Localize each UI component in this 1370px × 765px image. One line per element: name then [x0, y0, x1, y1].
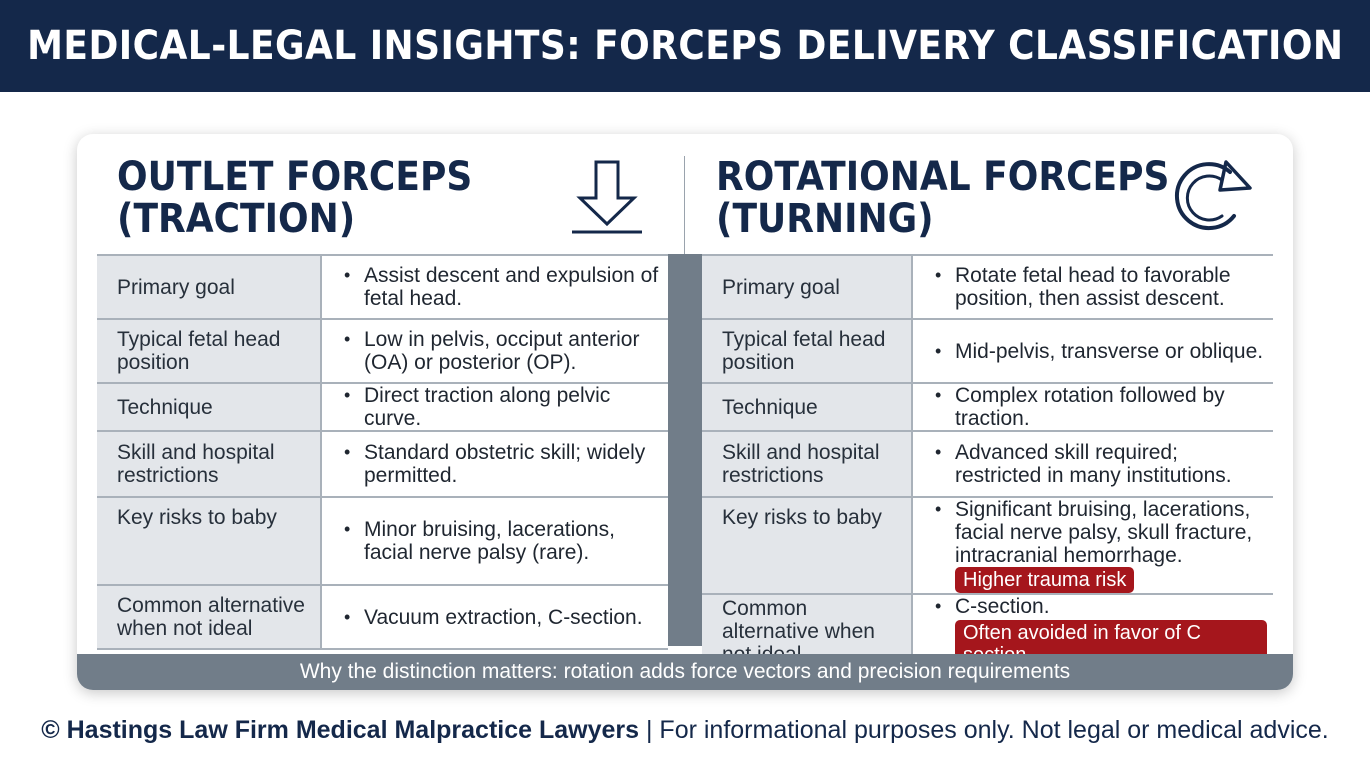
bullet-icon: • — [935, 385, 942, 405]
rotational-title-line1: ROTATIONAL FORCEPS — [716, 154, 1170, 200]
bullet-icon: • — [344, 385, 351, 405]
row-value: •Significant bruising, lacerations, faci… — [912, 496, 1273, 595]
page-title: MEDICAL-LEGAL INSIGHTS: FORCEPS DELIVERY… — [26, 23, 1344, 69]
row-value: •Mid-pelvis, transverse or oblique. — [912, 318, 1273, 384]
row-value: •Standard obstetric skill; widely permit… — [321, 430, 668, 498]
table-row: Skill and hospital restrictions •Advance… — [702, 430, 1273, 498]
table-row: Common alternative when not ideal •Vacuu… — [97, 584, 668, 650]
page-header: MEDICAL-LEGAL INSIGHTS: FORCEPS DELIVERY… — [0, 0, 1370, 92]
distinction-note: Why the distinction matters: rotation ad… — [299, 660, 1071, 683]
row-label: Technique — [97, 382, 322, 432]
header-divider — [684, 156, 685, 254]
table-row: Typical fetal head position •Low in pelv… — [97, 318, 668, 384]
row-value: •Complex rotation followed by traction. — [912, 382, 1273, 432]
bullet-icon: • — [935, 499, 942, 519]
disclaimer: | For informational purposes only. Not l… — [639, 716, 1329, 744]
outlet-title-line2: (TRACTION) — [117, 196, 356, 242]
table-row: Skill and hospital restrictions •Standar… — [97, 430, 668, 498]
bullet-icon: • — [344, 442, 351, 462]
row-label: Key risks to baby — [702, 496, 913, 595]
comparison-card: OUTLET FORCEPS (TRACTION) ROTATIONAL FOR… — [77, 134, 1293, 690]
row-value: •Rotate fetal head to favorable position… — [912, 254, 1273, 320]
row-label: Key risks to baby — [97, 496, 322, 586]
outlet-forceps-table: Primary goal •Assist descent and expulsi… — [97, 254, 668, 650]
bullet-icon: • — [935, 340, 942, 361]
row-value: •Minor bruising, lacerations, facial ner… — [321, 496, 668, 586]
row-label: Skill and hospital restrictions — [97, 430, 322, 498]
bullet-icon: • — [344, 519, 351, 539]
row-value: •Vacuum extraction, C-section. — [321, 584, 668, 650]
row-label: Primary goal — [702, 254, 913, 320]
table-row: Typical fetal head position •Mid-pelvis,… — [702, 318, 1273, 384]
table-row: Technique •Complex rotation followed by … — [702, 382, 1273, 432]
bullet-icon: • — [935, 442, 942, 462]
bullet-icon: • — [344, 606, 351, 627]
row-label: Skill and hospital restrictions — [702, 430, 913, 498]
row-label: Primary goal — [97, 254, 322, 320]
column-gutter — [668, 254, 702, 646]
bullet-icon: • — [344, 329, 351, 349]
rotational-forceps-table: Primary goal •Rotate fetal head to favor… — [702, 254, 1273, 670]
bullet-icon: • — [935, 596, 942, 616]
rotational-forceps-title: ROTATIONAL FORCEPS (TURNING) — [716, 156, 1169, 240]
table-row: Primary goal •Rotate fetal head to favor… — [702, 254, 1273, 320]
outlet-title-line1: OUTLET FORCEPS — [117, 154, 473, 200]
firm-name: © Hastings Law Firm Medical Malpractice … — [41, 716, 640, 744]
higher-trauma-risk-badge: Higher trauma risk — [955, 567, 1135, 593]
row-value: •Low in pelvis, occiput anterior (OA) or… — [321, 318, 668, 384]
outlet-forceps-title: OUTLET FORCEPS (TRACTION) — [117, 156, 472, 240]
bullet-icon: • — [935, 265, 942, 285]
table-row: Key risks to baby •Minor bruising, lacer… — [97, 496, 668, 586]
row-value: •Advanced skill required; restricted in … — [912, 430, 1273, 498]
row-value: •Direct traction along pelvic curve. — [321, 382, 668, 432]
table-row: Primary goal •Assist descent and expulsi… — [97, 254, 668, 320]
row-label: Typical fetal head position — [702, 318, 913, 384]
row-label: Technique — [702, 382, 913, 432]
bullet-icon: • — [344, 265, 351, 285]
row-label: Typical fetal head position — [97, 318, 322, 384]
table-row: Key risks to baby •Significant bruising,… — [702, 496, 1273, 595]
rotational-title-line2: (TURNING) — [716, 196, 934, 242]
table-row: Technique •Direct traction along pelvic … — [97, 382, 668, 432]
row-value: •Assist descent and expulsion of fetal h… — [321, 254, 668, 320]
arrow-down-icon — [572, 160, 642, 234]
row-label: Common alternative when not ideal — [97, 584, 322, 650]
distinction-note-bar: Why the distinction matters: rotation ad… — [77, 654, 1293, 690]
copyright-line: © Hastings Law Firm Medical Malpractice … — [0, 716, 1370, 745]
rotate-clockwise-icon — [1174, 160, 1252, 231]
